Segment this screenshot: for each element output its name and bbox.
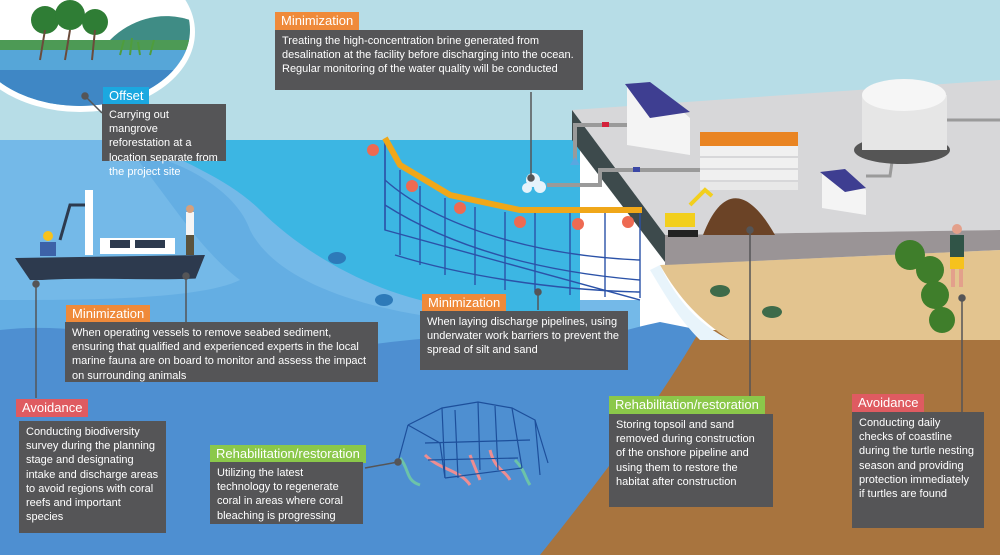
excavator	[665, 187, 714, 237]
desalination-plant	[625, 82, 895, 215]
callout-text-topsoil: Storing topsoil and sand removed during …	[609, 414, 773, 507]
sea-shallow	[140, 140, 580, 330]
floater-line	[382, 136, 642, 213]
mangrove-inset	[0, 0, 195, 112]
silt-barrier-net	[384, 140, 641, 301]
tag-minimization: Minimization	[275, 12, 360, 30]
tag-minimization: Minimization	[422, 294, 507, 312]
callout-text-coral: Utilizing the latest technology to regen…	[210, 462, 363, 524]
callout-leaders	[32, 92, 966, 469]
tag-rehabilitation: Rehabilitation/restoration	[609, 396, 765, 414]
tag-rehabilitation: Rehabilitation/restoration	[210, 445, 366, 463]
tag-minimization: Minimization	[66, 305, 151, 323]
callout-text-turtles: Conducting daily checks of coastline dur…	[852, 412, 984, 528]
storage-tank	[854, 79, 1000, 164]
tag-avoidance: Avoidance	[16, 399, 89, 417]
tag-offset: Offset	[103, 87, 150, 105]
callout-text-pipelines: When laying discharge pipelines, using u…	[420, 311, 628, 370]
sea-turtles	[328, 252, 782, 318]
buoys	[367, 144, 634, 230]
callout-text-offset: Carrying out mangrove reforestation at a…	[102, 104, 226, 178]
callout-text-vessels: When operating vessels to remove seabed …	[65, 322, 378, 382]
callout-text-brine: Treating the high-concentration brine ge…	[275, 30, 583, 90]
callout-text-survey: Conducting biodiversity survey during th…	[19, 421, 166, 533]
coral-frame	[397, 401, 549, 487]
tag-avoidance: Avoidance	[852, 394, 925, 412]
beach-vegetation	[895, 240, 955, 333]
soil-pile	[703, 198, 775, 235]
beach-observer	[950, 224, 964, 287]
beach	[660, 250, 1000, 340]
